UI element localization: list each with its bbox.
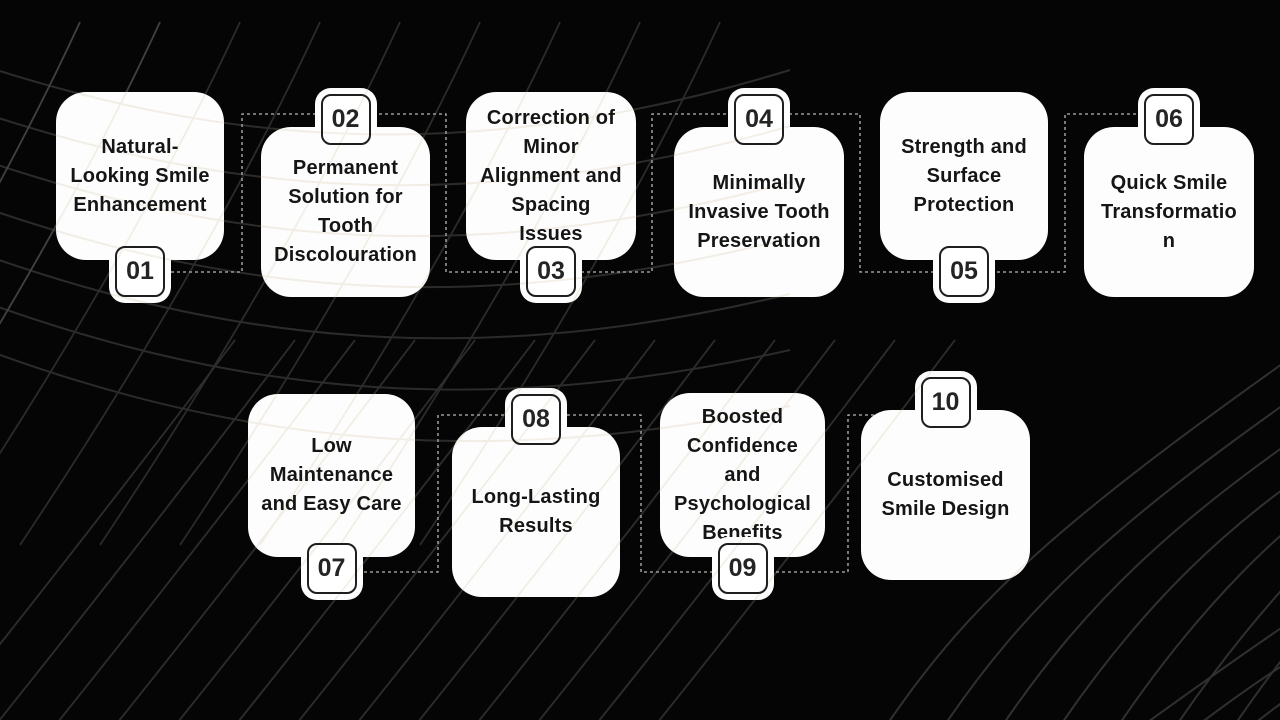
benefit-card-label: Natural-Looking Smile Enhancement (70, 135, 210, 216)
step-number: 09 (728, 554, 757, 582)
step-number-badge: 03 (526, 246, 576, 297)
benefit-card-6: Quick Smile Transformation 06 (1084, 94, 1254, 297)
step-number: 04 (745, 105, 773, 133)
step-number: 10 (931, 388, 960, 416)
step-number: 08 (522, 405, 550, 433)
benefit-card-3: Correction of Minor Alignment and Spacin… (466, 92, 636, 297)
step-number-badge: 08 (511, 394, 561, 445)
benefit-card-label: Minimally Invasive Tooth Preservation (688, 171, 830, 252)
benefit-card-label: Customised Smile Design (881, 469, 1010, 520)
step-number: 05 (950, 257, 978, 285)
benefit-card-5: Strength and Surface Protection 05 (880, 92, 1048, 297)
benefit-card-label: Correction of Minor Alignment and Spacin… (480, 106, 622, 245)
step-number-badge: 07 (306, 543, 357, 594)
benefit-card-label: Permanent Solution for Tooth Discolourat… (274, 157, 417, 266)
benefit-card-9: Boosted Confidence and Psychological Ben… (660, 393, 825, 594)
benefit-card-label: Low Maintenance and Easy Care (261, 435, 402, 515)
step-number-badge: 06 (1144, 94, 1194, 145)
step-number-badge: 01 (115, 246, 165, 297)
step-number-badge: 04 (734, 94, 784, 145)
benefit-card-1: Natural-Looking Smile Enhancement 01 (56, 92, 224, 297)
benefit-card-label: Long-Lasting Results (471, 486, 601, 537)
step-number-badge: 02 (320, 94, 371, 145)
step-number: 06 (1155, 105, 1183, 133)
step-number: 02 (331, 105, 360, 133)
benefit-card-10: Customised Smile Design 10 (861, 377, 1030, 580)
step-number-badge: 10 (920, 377, 971, 428)
step-number-badge: 09 (717, 543, 768, 594)
step-number: 07 (317, 554, 346, 582)
benefit-card-7: Low Maintenance and Easy Care 07 (248, 394, 415, 594)
step-number-badge: 05 (939, 246, 989, 297)
benefit-card-label: Strength and Surface Protection (901, 135, 1027, 216)
benefit-card-label: Boosted Confidence and Psychological Ben… (673, 405, 812, 544)
step-number: 01 (126, 257, 154, 285)
benefit-card-label: Quick Smile Transformation (1101, 171, 1237, 252)
benefit-card-2: Permanent Solution for Tooth Discolourat… (261, 94, 430, 297)
step-number: 03 (537, 257, 565, 285)
benefit-card-4: Minimally Invasive Tooth Preservation 04 (674, 94, 844, 297)
benefit-card-8: Long-Lasting Results 08 (452, 394, 620, 597)
